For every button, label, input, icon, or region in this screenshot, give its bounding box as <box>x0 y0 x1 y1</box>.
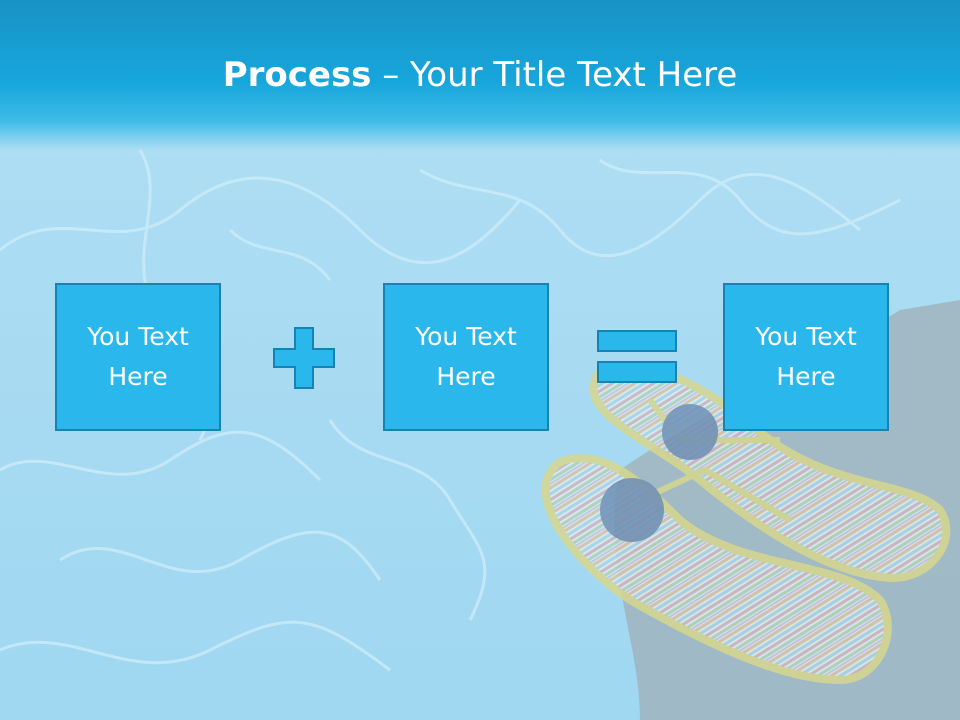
plus-icon <box>273 327 335 389</box>
title-rest-text: – Your Title Text Here <box>382 55 738 95</box>
flip-flops-image <box>541 361 951 685</box>
process-box-1-label: You Text Here <box>87 322 189 391</box>
title-bold-text: Process <box>222 55 372 95</box>
process-box-2-label: You Text Here <box>415 322 517 391</box>
title-bar <box>0 0 960 150</box>
process-box-3[interactable]: You Text Here <box>723 283 889 431</box>
slide-title: Process – Your Title Text Here <box>0 52 960 98</box>
process-box-3-label: You Text Here <box>755 322 857 391</box>
equals-icon <box>597 330 677 383</box>
process-box-2[interactable]: You Text Here <box>383 283 549 431</box>
process-box-1[interactable]: You Text Here <box>55 283 221 431</box>
